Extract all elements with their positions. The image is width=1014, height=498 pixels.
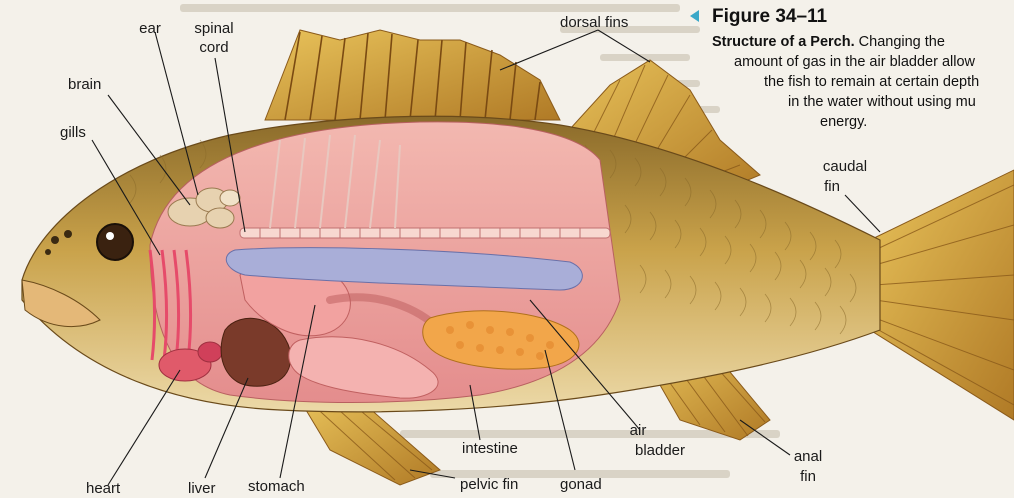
label-anal: anal (794, 448, 822, 465)
label-stomach: stomach (248, 478, 305, 495)
caption-line-4: in the water without using mu (690, 92, 1014, 112)
label-gonad: gonad (560, 476, 602, 493)
label-pelvic-fin: pelvic fin (460, 476, 518, 493)
caption-line-3: the fish to remain at certain depth (690, 72, 1014, 92)
figure-number: Figure 34–11 (712, 6, 1014, 28)
label-air: air (630, 422, 647, 439)
caption-line-1: Structure of a Perch. Changing the (690, 32, 1014, 52)
label-ear: ear (139, 20, 161, 37)
ear (220, 190, 240, 206)
label-heart: heart (86, 480, 120, 497)
label-caudal: caudal (823, 158, 867, 175)
pelvic-fin (300, 400, 440, 485)
label-cord: cord (199, 39, 228, 56)
dorsal-fin-spiny (265, 30, 560, 120)
caption-title: Structure of a Perch. (712, 34, 855, 50)
label-anal-fin: fin (800, 468, 816, 485)
eye-highlight (106, 232, 114, 240)
caption-body: Structure of a Perch. Changing the amoun… (690, 32, 1014, 132)
caption-line-5: energy. (690, 112, 1014, 132)
label-brain: brain (68, 76, 101, 93)
caption-arrow-icon (690, 10, 699, 22)
label-dorsal-fins: dorsal fins (560, 14, 628, 31)
caption-text-1: Changing the (859, 34, 945, 50)
label-gills: gills (60, 124, 86, 141)
label-bladder: bladder (635, 442, 685, 459)
caudal-fin (870, 170, 1014, 420)
label-spinal: spinal (194, 20, 233, 37)
label-liver: liver (188, 480, 216, 497)
caption-line-2: amount of gas in the air bladder allow (690, 52, 1014, 72)
label-caudal-fin: fin (824, 178, 840, 195)
figure-caption: Figure 34–11 Structure of a Perch. Chang… (690, 6, 1014, 132)
label-intestine: intestine (462, 440, 518, 457)
eye (97, 224, 133, 260)
